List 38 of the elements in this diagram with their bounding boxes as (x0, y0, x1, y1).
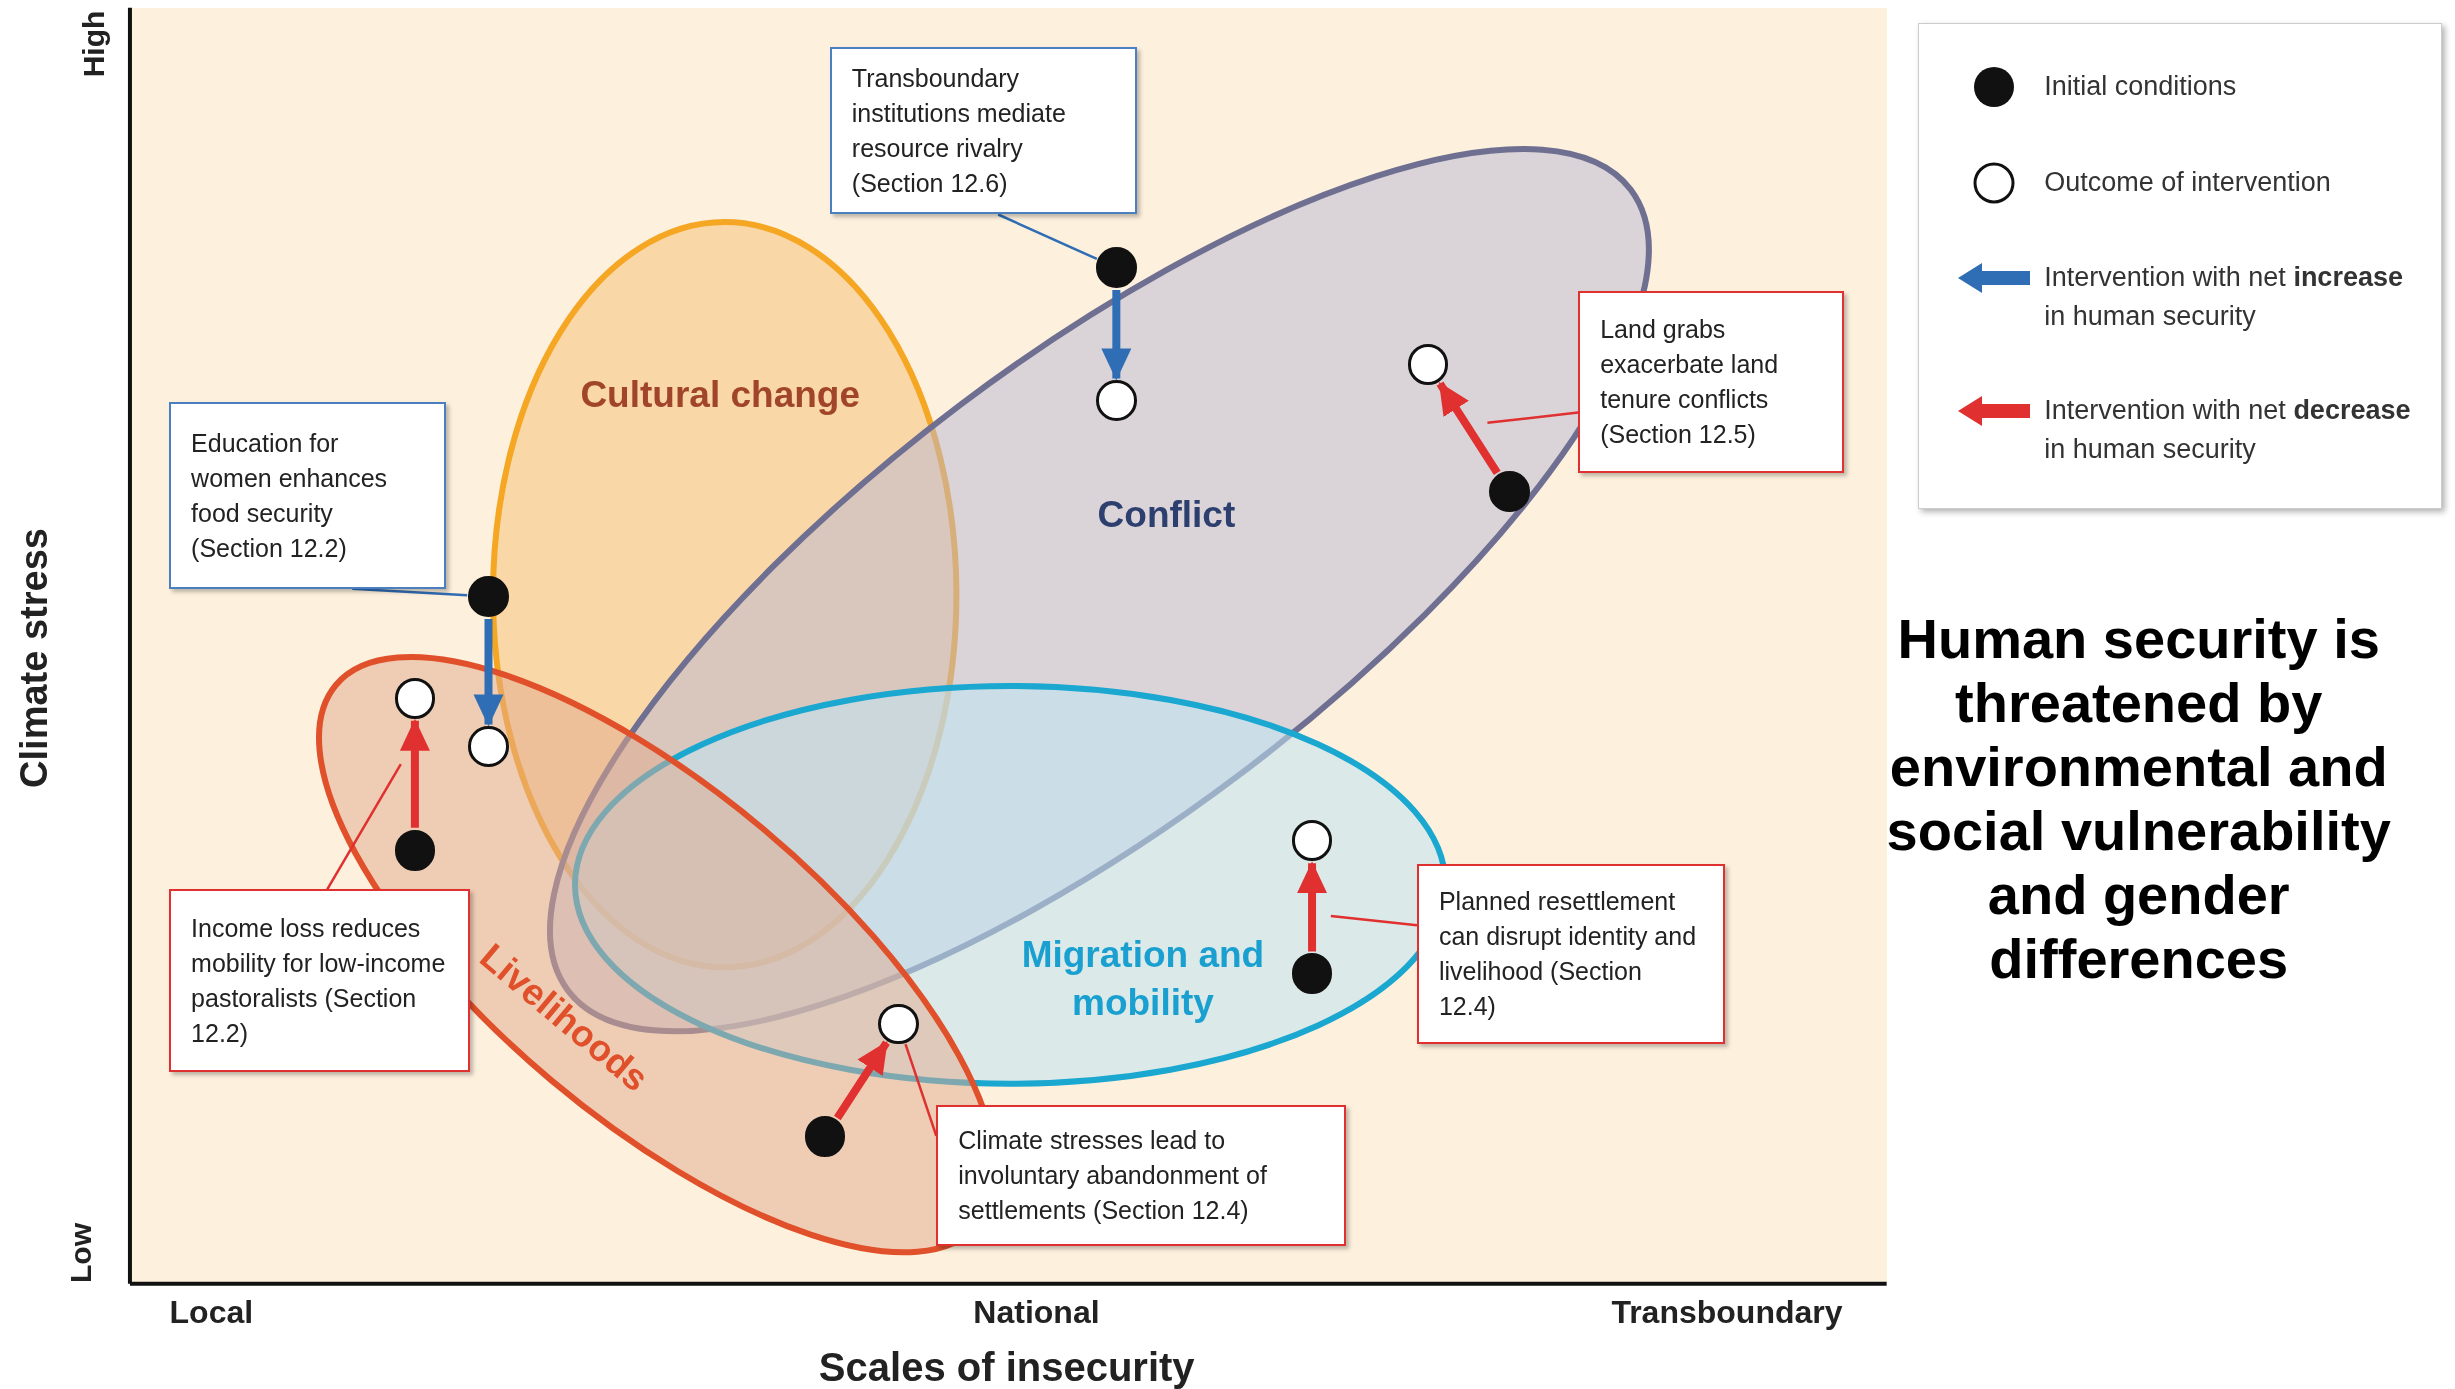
axis-label: Scales of insecurity (818, 1344, 1195, 1389)
callout-text: Income loss reduces mobility for low-income pastoralists (Section 12.2) (191, 912, 447, 1049)
arrow (1436, 381, 1501, 475)
callout-text: Education for women enhances food security (Section 12.2) (191, 427, 389, 564)
callout-box (936, 1105, 1347, 1247)
headline-text: Human security is threatened by environmental and social vulnerability and gender differences (1885, 607, 2392, 992)
legend-text: Intervention with net increase in human security (2044, 260, 2404, 333)
axis-label: Low (64, 1222, 99, 1283)
callout-box (1416, 864, 1726, 1045)
callout-box (169, 889, 470, 1073)
region-label: Conflict (1096, 493, 1237, 538)
axis-label: Local (169, 1293, 254, 1331)
axis-label: High (76, 10, 111, 78)
arrow (1297, 861, 1328, 952)
region-label: Migration and mobility (1020, 932, 1266, 1025)
legend-text: Intervention with net decrease in human security (2044, 393, 2412, 466)
leader-line (1330, 914, 1418, 927)
callout-text: Land grabs exacerbate land tenure conflicts (Section 12.5) (1600, 314, 1780, 450)
leader-line (1487, 411, 1579, 424)
callout-text: Transboundary institutions mediate resource rivalry (Section 12.6) (851, 62, 1067, 199)
axis-label: Transboundary (1611, 1293, 1843, 1331)
arrow (834, 1040, 890, 1121)
callout-text: Planned resettlement can disrupt identity and livelihood (Section 12.4) (1438, 886, 1698, 1023)
callout-box (1578, 291, 1845, 473)
callout-text: Climate stresses lead to involuntary abandonment of settlements (Section 12.4) (958, 1125, 1268, 1227)
legend-text: Initial conditions (2044, 70, 2238, 104)
leader-line (326, 763, 402, 890)
axis-label: National (973, 1293, 1100, 1331)
arrow (473, 618, 504, 727)
leader-line (352, 587, 468, 597)
axis-label: Climate stress (12, 527, 56, 788)
callout-box (829, 46, 1137, 215)
callout-box (169, 402, 447, 589)
arrow (399, 718, 430, 828)
legend-text: Outcome of intervention (2044, 166, 2332, 200)
region-label: Cultural change (579, 372, 861, 417)
leader-line (904, 1043, 938, 1137)
leader-line (997, 213, 1098, 261)
